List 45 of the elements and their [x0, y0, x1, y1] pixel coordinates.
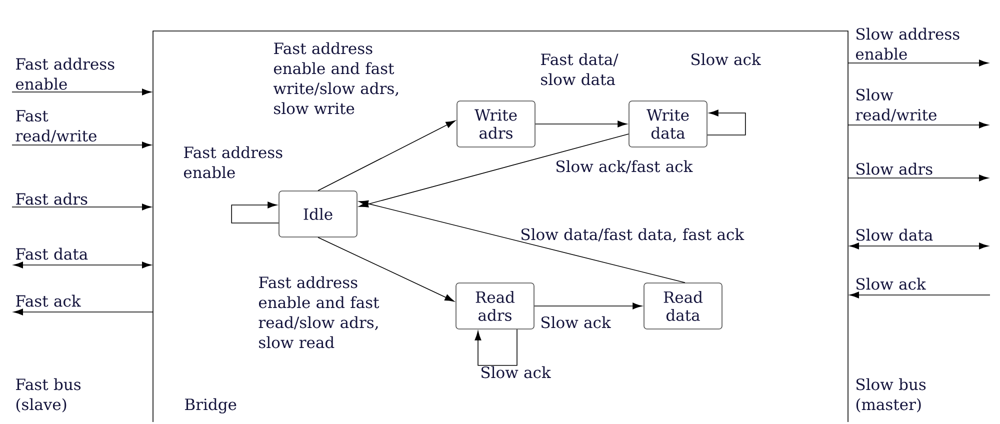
edge-label: Fast adrs [16, 192, 88, 205]
arrow [318, 237, 454, 302]
edge-label: Slow ack [856, 278, 926, 290]
arrow [14, 262, 152, 268]
edge-label: Fast address enable [16, 58, 114, 90]
state-box: Idle [278, 190, 358, 238]
state-box: Write data [628, 100, 708, 148]
edge-label: Slow address enable [856, 28, 960, 60]
edge-label: Slow data/fast data, fast ack [522, 228, 744, 242]
edge-label: Fast address enable [184, 146, 282, 178]
arrow [231, 202, 279, 224]
edge-label: Slow data [856, 228, 933, 241]
arrow [12, 88, 152, 96]
arrow [14, 308, 154, 316]
arrow [318, 120, 456, 191]
arrow [850, 292, 990, 298]
arrow [12, 142, 152, 148]
edge-label: Slow ack [692, 53, 761, 66]
arrow [848, 174, 988, 182]
edge-label: Slow read/write [856, 88, 936, 122]
edge-label: Fast address enable and fast read/slow adrs, slow read [258, 276, 380, 348]
edge-label: Fast read/write [16, 110, 96, 143]
arrow [12, 204, 152, 210]
edge-label: Slow ack/fast ack [556, 160, 693, 174]
state-box: Read adrs [456, 282, 534, 330]
edge-label: Fast data/ slow data [541, 53, 618, 86]
arrow [358, 200, 686, 283]
arrow [535, 120, 628, 128]
arrow [474, 329, 518, 366]
bus-label: Fast bus (slave) [16, 378, 81, 412]
arrow [534, 302, 642, 310]
state-box: Read data [644, 282, 722, 330]
arrow [707, 110, 746, 136]
edge-label: Slow adrs [856, 162, 932, 175]
edge-label: Fast data [16, 248, 88, 260]
edge-label: Fast ack [16, 294, 81, 307]
edge-label: Fast address enable and fast write/slow adrs, slow write [273, 42, 398, 114]
arrow [850, 242, 988, 250]
edge-label: Slow ack [482, 366, 551, 378]
arrow [848, 60, 988, 66]
arrow [848, 122, 988, 128]
arrow [358, 134, 629, 208]
edge-label: Slow ack [542, 316, 611, 328]
bus-label: Slow bus (master) [856, 378, 926, 412]
state-box: Write adrs [456, 100, 536, 148]
